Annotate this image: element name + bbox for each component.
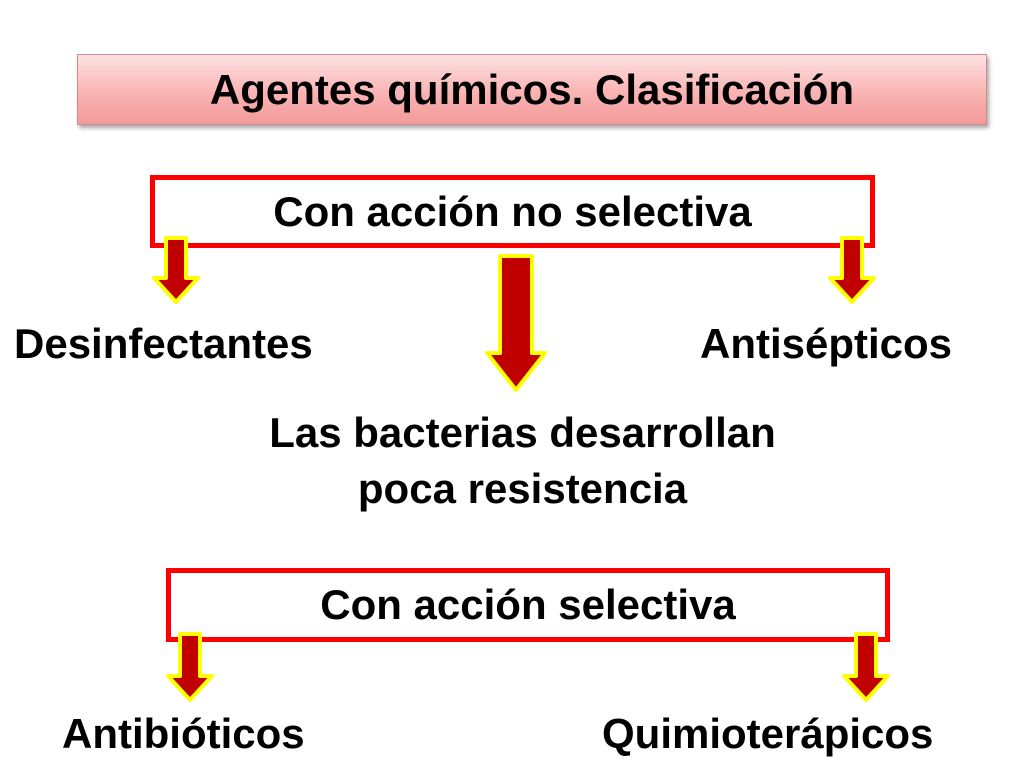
page-title: Agentes químicos. Clasificación <box>209 65 855 113</box>
desinfectantes-label: Desinfectantes <box>14 320 313 367</box>
resistance-note-line1: Las bacterias desarrollan <box>269 409 776 456</box>
selective-label: Con acción selectiva <box>320 581 736 628</box>
arrow-down-icon <box>166 632 214 702</box>
non-selective-box: Con acción no selectiva <box>150 175 875 248</box>
antibioticos-label: Antibióticos <box>62 710 305 757</box>
resistance-note-line2: poca resistencia <box>357 465 688 512</box>
arrow-down-icon <box>842 632 890 702</box>
selective-box: Con acción selectiva <box>166 568 890 642</box>
arrow-down-icon <box>828 236 876 304</box>
quimioterapicos-label: Quimioterápicos <box>602 710 934 757</box>
antisepticos-label: Antisépticos <box>700 320 953 367</box>
non-selective-label: Con acción no selectiva <box>273 187 752 235</box>
arrow-down-icon <box>485 254 547 392</box>
arrow-down-icon <box>152 236 200 304</box>
title-banner: Agentes químicos. Clasificación <box>77 54 987 125</box>
resistance-note: Las bacterias desarrollan poca resistenc… <box>150 405 895 517</box>
